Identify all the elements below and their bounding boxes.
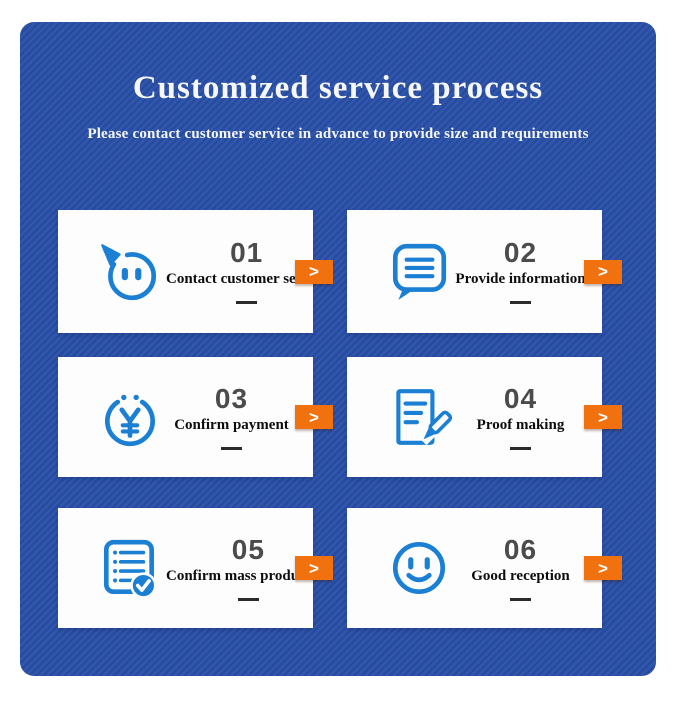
step-content: 05 Confirm mass production	[166, 533, 347, 601]
step-content: 02 Provide information	[455, 239, 602, 304]
smiley-face-icon	[385, 534, 453, 602]
step-number: 05	[231, 533, 265, 565]
next-step-button[interactable]: >	[584, 556, 622, 580]
dash-rule	[510, 301, 531, 304]
step-label: Confirm mass production	[166, 567, 331, 584]
message-bubble-icon	[385, 238, 453, 306]
step-label: Contact customer service	[166, 271, 328, 287]
checklist-check-icon	[96, 534, 164, 602]
step-card-06: 06 Good reception >	[347, 508, 622, 628]
step-label: Confirm payment	[174, 416, 289, 433]
step-label: Provide information	[455, 271, 586, 287]
next-step-button[interactable]: >	[584, 259, 622, 284]
step-label: Good reception	[471, 567, 570, 584]
dash-rule	[510, 446, 531, 450]
next-step-button[interactable]: >	[295, 259, 333, 284]
step-content: 04 Proof making	[455, 382, 602, 450]
dash-rule	[510, 597, 531, 601]
next-step-button[interactable]: >	[584, 405, 622, 429]
service-process-panel: Customized service process Please contac…	[20, 22, 656, 676]
step-content: 06 Good reception	[455, 533, 602, 601]
next-step-button[interactable]: >	[295, 405, 333, 429]
step-content: 01 Contact customer service	[166, 239, 343, 304]
step-card-01: 01 Contact customer service >	[58, 210, 333, 333]
document-pencil-icon	[385, 383, 453, 451]
step-card-02: 02 Provide information >	[347, 210, 622, 333]
dash-rule	[221, 446, 242, 450]
yuan-coin-icon	[96, 383, 164, 451]
step-number: 03	[214, 382, 249, 414]
step-card-04: 04 Proof making >	[347, 357, 622, 477]
step-card-05: 05 Confirm mass production >	[58, 508, 333, 628]
page-title: Customized service process	[132, 70, 544, 106]
step-number: 06	[503, 533, 538, 565]
page-subtitle: Please contact customer service in advan…	[87, 126, 589, 142]
next-step-button[interactable]: >	[295, 556, 333, 580]
step-card-03: 03 Confirm payment >	[58, 357, 333, 477]
dash-rule	[237, 597, 259, 601]
dash-rule	[236, 301, 258, 304]
step-number: 01	[230, 237, 264, 268]
step-number: 02	[503, 237, 538, 268]
chat-face-icon	[96, 238, 164, 306]
step-number: 04	[503, 382, 538, 414]
step-content: 03 Confirm payment	[166, 382, 313, 450]
step-label: Proof making	[476, 416, 565, 433]
